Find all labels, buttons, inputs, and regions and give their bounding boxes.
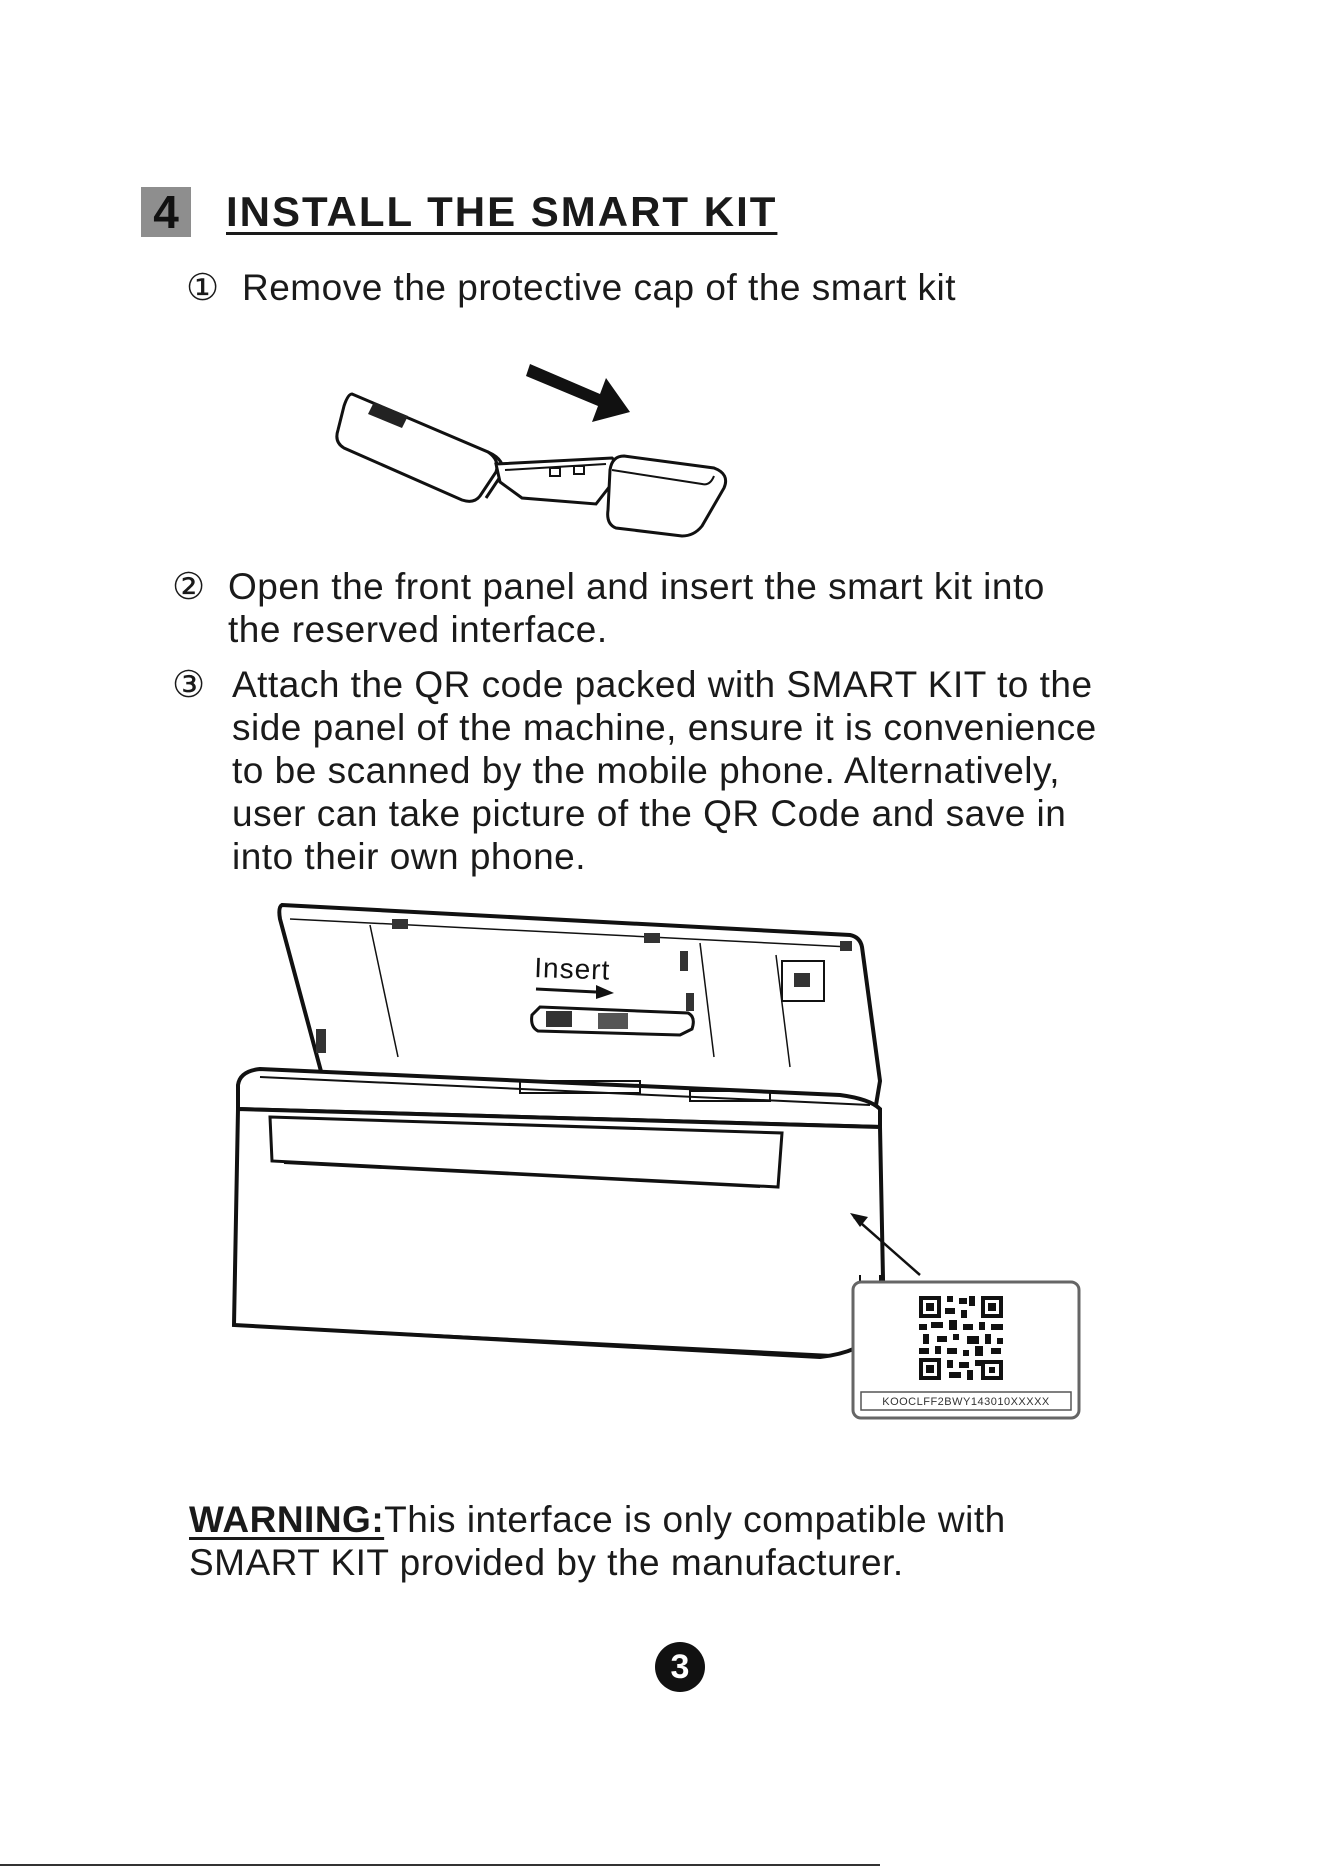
warning-line-2: SMART KIT provided by the manufacturer. (189, 1542, 904, 1583)
qr-code-label: KOOCLFF2BWY143010XXXXX (851, 1280, 1081, 1420)
warning-label: WARNING: (189, 1499, 385, 1540)
step-3-line-5: into their own phone. (232, 836, 587, 877)
step-3-line-4: user can take picture of the QR Code and… (232, 793, 1067, 834)
insert-arrow-icon (596, 985, 614, 999)
air-conditioner-illustration: Insert (231, 902, 921, 1360)
pointer-arrow-icon (850, 1213, 868, 1227)
step-1-text: Remove the protective cap of the smart k… (242, 267, 957, 308)
step-2-line-1: Open the front panel and insert the smar… (228, 566, 1045, 607)
section-title: INSTALL THE SMART KIT (226, 188, 778, 235)
remove-arrow-icon (526, 364, 630, 422)
step-2-line-2: the reserved interface. (228, 609, 608, 650)
qr-code-icon (917, 1294, 1005, 1382)
bottom-rule (0, 1864, 880, 1866)
section-number: 4 (141, 187, 191, 237)
step-3-line-3: to be scanned by the mobile phone. Alter… (232, 750, 1061, 791)
step-3-marker: ③ (172, 664, 206, 705)
step-3-line-2: side panel of the machine, ensure it is … (232, 707, 1097, 748)
warning-line-1: This interface is only compatible with (384, 1499, 1006, 1540)
warning-block: WARNING:This interface is only compatibl… (189, 1498, 1006, 1584)
smart-kit-illustration (335, 364, 728, 538)
page-number: 3 (655, 1642, 705, 1692)
step-3-line-1: Attach the QR code packed with SMART KIT… (232, 664, 1093, 705)
step-2-marker: ② (172, 566, 206, 607)
insert-label: Insert (534, 952, 611, 986)
step-1-marker: ① (186, 267, 220, 308)
qr-label-code: KOOCLFF2BWY143010XXXXX (882, 1396, 1050, 1408)
